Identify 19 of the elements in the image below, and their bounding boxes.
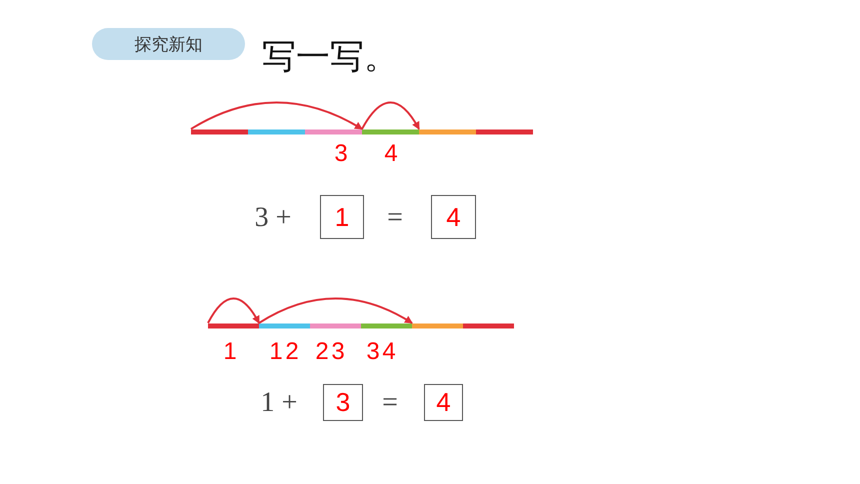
answer-box: 4 [431, 195, 476, 239]
equals-sign: = [382, 389, 398, 417]
answer-box: 3 [323, 384, 363, 421]
number-label: 4 [384, 142, 398, 166]
number-label: 4 [382, 340, 396, 364]
section-tag: 探究新知 [92, 28, 245, 60]
number-label: 1 [269, 340, 283, 364]
number-label: 2 [315, 340, 329, 364]
equation-text: 3 + [254, 204, 292, 232]
number-label: 3 [331, 340, 345, 364]
number-label: 3 [334, 142, 348, 166]
answer-box: 4 [424, 384, 463, 421]
number-label: 3 [366, 340, 380, 364]
equation-text: 1 + [260, 389, 298, 417]
title-text: 写一写。 [262, 40, 398, 74]
number-label: 2 [285, 340, 299, 364]
equals-sign: = [387, 204, 403, 232]
answer-box: 1 [320, 195, 364, 239]
number-label: 1 [223, 340, 237, 364]
